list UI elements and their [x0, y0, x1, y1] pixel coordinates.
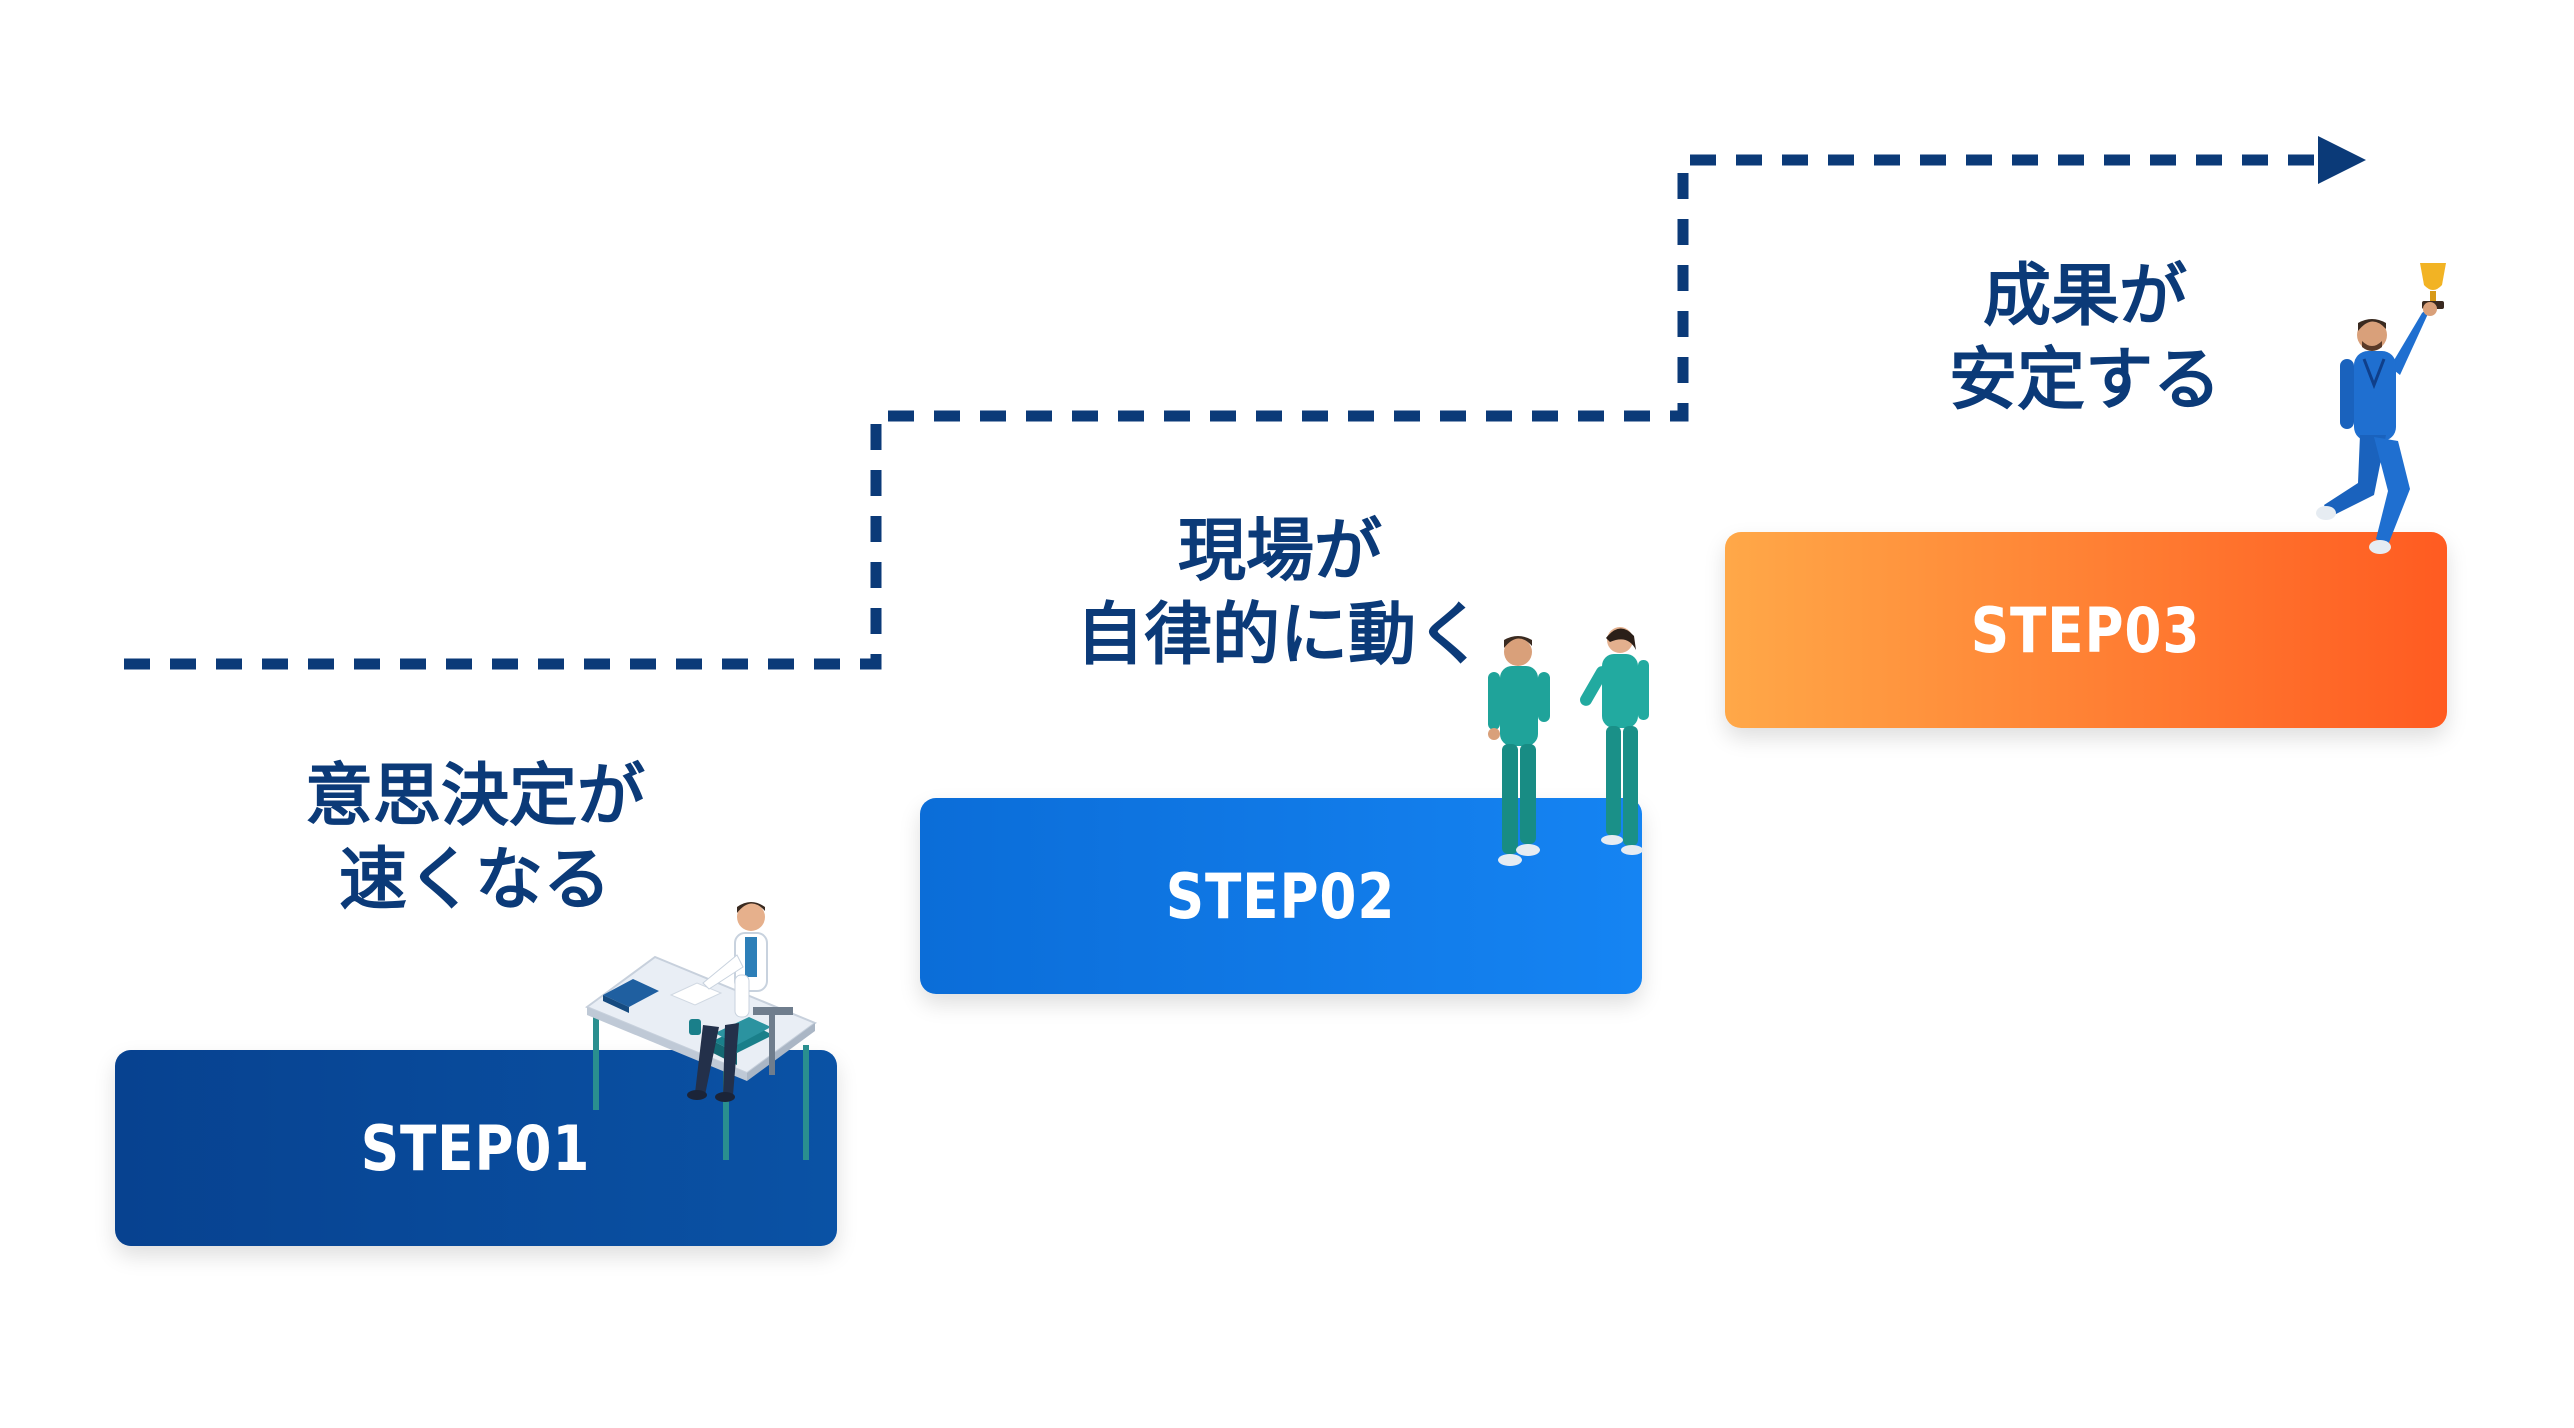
doctor-at-desk-illustration — [585, 902, 818, 1160]
two-nurses-talking-illustration — [1488, 627, 1649, 866]
step-02-label: STEP02 — [1166, 859, 1396, 933]
jumping-doctor-with-trophy-illustration — [2316, 263, 2446, 554]
arrowhead-icon — [2318, 136, 2366, 184]
step-03-label: STEP03 — [1971, 593, 2201, 667]
step-01-heading: 意思決定が 速くなる — [175, 755, 775, 923]
step-02-heading: 現場が 自律的に動く — [980, 510, 1580, 678]
step-01-label: STEP01 — [361, 1111, 591, 1185]
step-03-heading-line-1: 成果が — [1982, 257, 2187, 336]
step-02-heading-line-2: 自律的に動く — [1075, 596, 1484, 675]
step-01-block: STEP01 — [115, 1050, 837, 1246]
step-02-block: STEP02 — [920, 798, 1642, 994]
step-01-heading-line-1: 意思決定が — [304, 757, 645, 836]
step-01-heading-line-2: 速くなる — [338, 841, 611, 920]
step-03-heading: 成果が 安定する — [1785, 255, 2385, 423]
step-02-heading-line-1: 現場が — [1177, 512, 1382, 591]
step-03-heading-line-2: 安定する — [1948, 341, 2221, 420]
step-03-block: STEP03 — [1725, 532, 2447, 728]
